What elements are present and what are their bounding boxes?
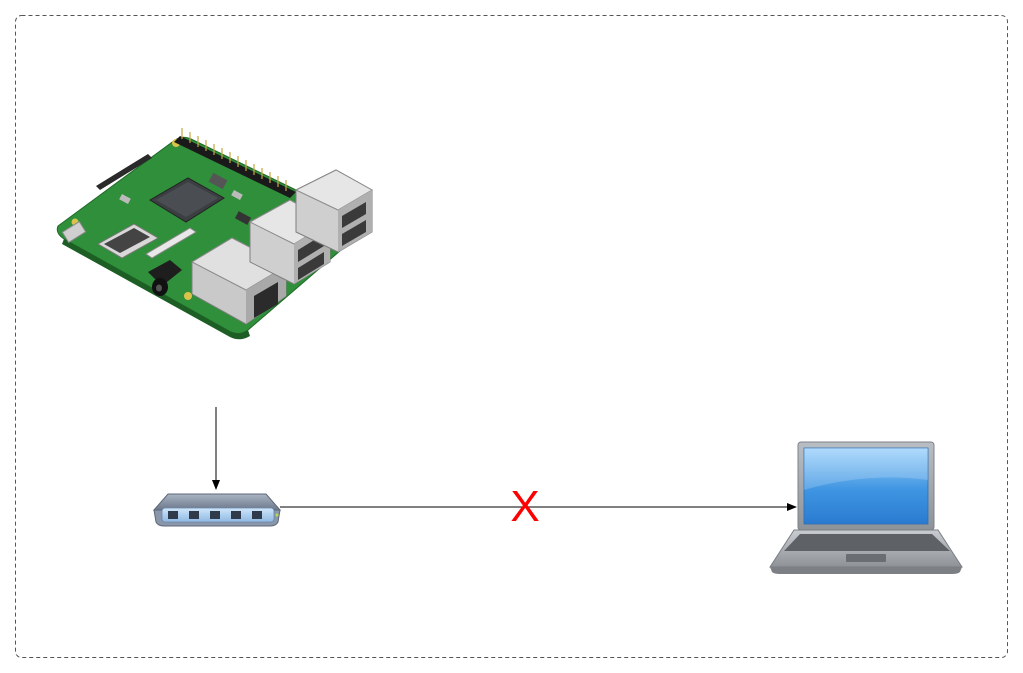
network-switch-icon <box>152 493 282 527</box>
blocked-connection-mark: X <box>510 482 540 531</box>
laptop-icon <box>769 441 963 574</box>
raspberry-pi-icon <box>56 128 374 340</box>
container-border <box>15 15 1008 658</box>
